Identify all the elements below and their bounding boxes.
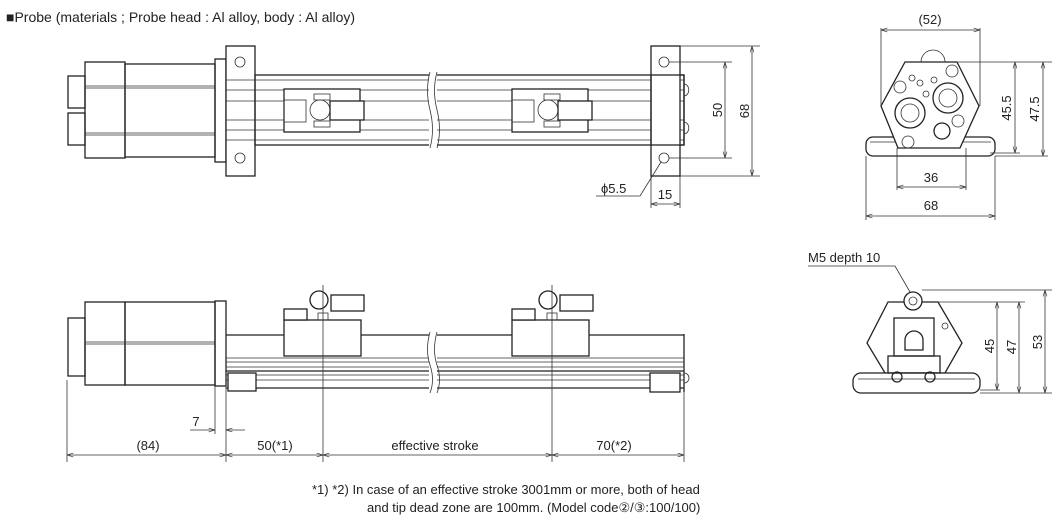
base-plate — [852, 372, 981, 394]
dim-height-47-5: 47.5 — [1027, 96, 1042, 121]
dim-bracket-width: 68 — [737, 104, 752, 118]
dim-overall-width: (52) — [918, 12, 941, 27]
flange — [214, 58, 227, 163]
break-line — [427, 71, 433, 149]
dim-tip-dead-zone: 70(*2) — [596, 438, 631, 453]
dim-height-45-5: 45.5 — [999, 95, 1014, 120]
probe-side-view: 7 (84) 50(*1) effective stroke 70(*2) — [66, 285, 690, 462]
dim-hole-pitch: 50 — [710, 103, 725, 117]
connector-housing — [84, 301, 126, 386]
dim-base-inner: 36 — [924, 170, 938, 185]
carriage-2 — [511, 88, 593, 133]
dim-height-47: 47 — [1004, 340, 1019, 354]
mount-hole — [234, 152, 246, 164]
drawing-title: ■Probe (materials ; Probe head : Al allo… — [6, 9, 355, 25]
carriage-1 — [283, 290, 365, 357]
dim-effective-stroke: effective stroke — [391, 438, 478, 453]
thread-label: M5 depth 10 — [808, 250, 880, 265]
screw — [924, 371, 936, 383]
end-bolt — [683, 121, 690, 135]
carriage-1 — [283, 88, 365, 133]
hex-body — [880, 61, 980, 149]
dim-body-length: (84) — [136, 438, 159, 453]
end-view-top: (52) 45.5 47.5 36 68 — [865, 12, 1052, 220]
screw — [891, 371, 903, 383]
break-line — [427, 331, 433, 394]
end-view-bottom: M5 depth 10 45 47 53 — [808, 250, 1052, 394]
hole-leader — [596, 161, 662, 197]
dim-head-dead-zone: 50(*1) — [257, 438, 292, 453]
break-gap — [429, 70, 437, 150]
probe-dome — [920, 49, 946, 63]
carriage-2 — [511, 290, 594, 357]
connector-housing — [84, 61, 126, 159]
flange — [214, 300, 227, 387]
dim-height-53: 53 — [1030, 335, 1045, 349]
footnote-line-1: *1) *2) In case of an effective stroke 3… — [312, 482, 700, 497]
thread-leader — [808, 265, 911, 293]
motor-body — [124, 301, 216, 386]
mount-hole — [234, 56, 246, 68]
connector-socket — [894, 97, 926, 129]
dim-hole-diameter: ϕ5.5 — [601, 181, 626, 196]
tip-end-block — [649, 372, 681, 393]
left-bracket — [225, 45, 256, 177]
probe-top-view: 50 68 ϕ5.5 15 — [67, 45, 760, 208]
connector-socket — [932, 82, 964, 114]
dim-flange: 7 — [192, 414, 199, 429]
connector-nub — [67, 112, 86, 146]
dim-bracket-depth: 15 — [658, 187, 672, 202]
footnote-line-2: and tip dead zone are 100mm. (Model code… — [367, 500, 700, 515]
connector-nub — [67, 75, 86, 109]
motor-body — [124, 63, 216, 158]
right-bracket — [650, 45, 681, 177]
end-bolt — [683, 83, 690, 97]
dim-base-width: 68 — [924, 198, 938, 213]
connector-nub — [67, 317, 86, 377]
rail-end-block — [227, 372, 257, 392]
screw — [933, 122, 951, 140]
m5-thread-ring — [903, 291, 923, 311]
dim-height-45: 45 — [982, 339, 997, 353]
